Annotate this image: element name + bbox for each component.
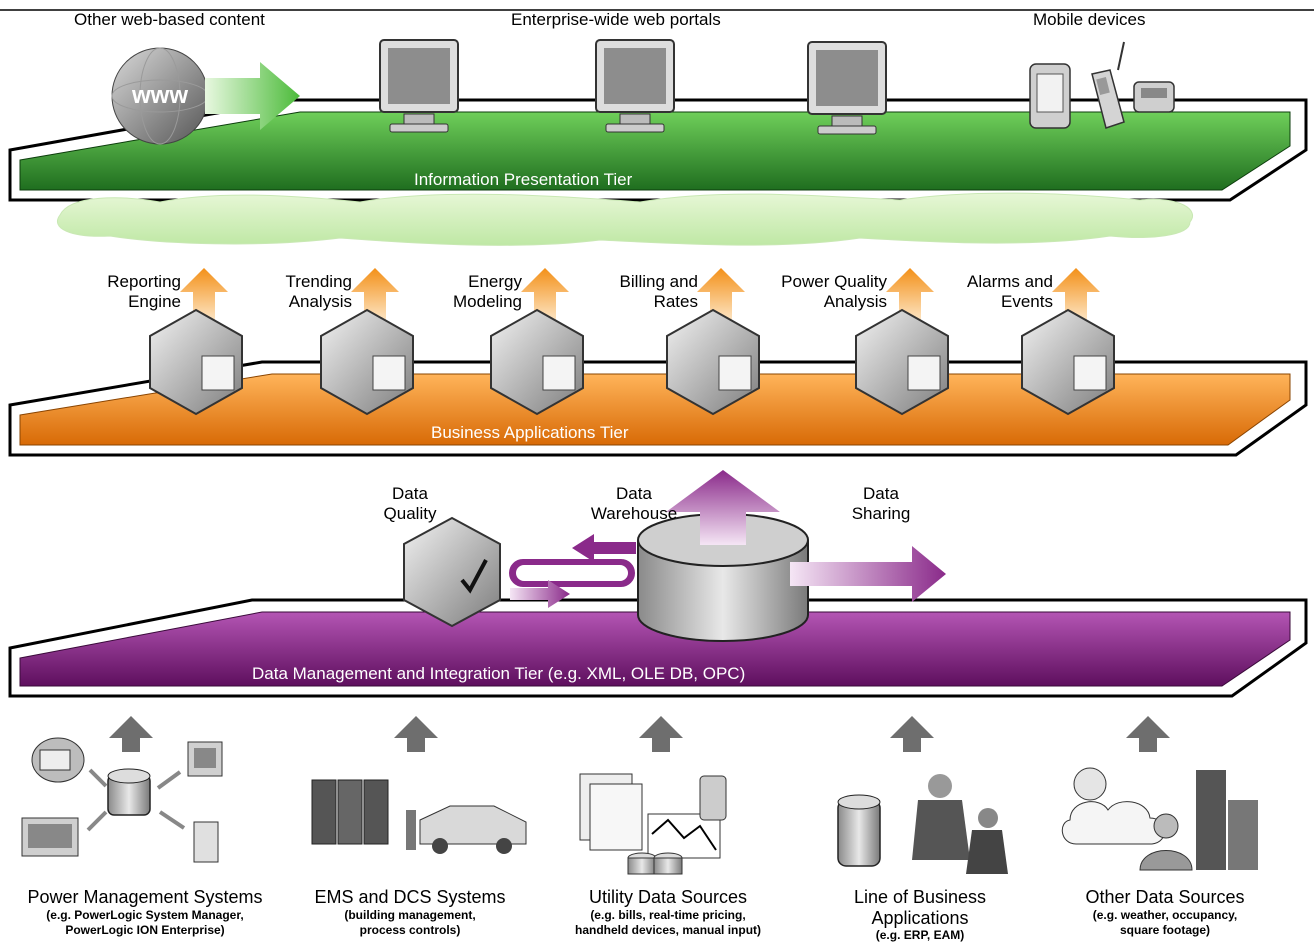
purple-right-arrow-icon (790, 546, 946, 602)
data-quality-label-line2: Quality (383, 504, 437, 524)
source-subtitle-2: square footage) (1119, 922, 1210, 937)
other-data-sources-icon (1061, 767, 1258, 871)
application-glyph-icon (201, 355, 235, 391)
source-ems-dcs: EMS and DCS Systems (building management… (290, 887, 530, 938)
source-line-of-business: Line of Business Applications (e.g. ERP,… (820, 887, 1020, 943)
mobile-devices-label: Mobile devices (1033, 10, 1146, 29)
app-label-line2: Engine (128, 292, 181, 312)
data-tier-label: Data Management and Integration Tier (e.… (252, 664, 746, 683)
app-label-line1: Reporting (107, 272, 181, 291)
source-title-line2: Applications (871, 907, 969, 928)
source-subtitle-1: (e.g. PowerLogic System Manager, (46, 907, 244, 922)
data-sharing-label: Data Sharing (836, 484, 926, 525)
gray-up-arrow-icon (394, 716, 438, 752)
cell-phone-icon (1091, 41, 1125, 129)
data-warehouse-label: Data Warehouse (584, 484, 684, 525)
app-label-line2: Rates (653, 292, 698, 312)
orange-up-arrow-icon (886, 268, 934, 320)
source-title: Power Management Systems (27, 887, 263, 907)
app-label-line2: Modeling (453, 292, 522, 312)
data-sharing-label-line1: Data (863, 484, 899, 503)
data-quality-label: Data Quality (370, 484, 450, 525)
application-glyph-icon (1073, 355, 1107, 391)
monitor-icon (807, 41, 887, 135)
source-title: EMS and DCS Systems (314, 887, 506, 907)
ems-dcs-systems-icon (311, 779, 527, 854)
monitor-icon (595, 39, 675, 133)
gray-up-arrow-icon (109, 716, 153, 752)
app-label-line1: Billing and (619, 272, 698, 291)
business-tier-label: Business Applications Tier (431, 423, 629, 442)
source-subtitle-1: (e.g. bills, real-time pricing, (590, 907, 746, 922)
data-quality-cube-icon (403, 516, 501, 628)
data-warehouse-label-line2: Warehouse (590, 504, 678, 524)
data-quality-label-line1: Data (392, 484, 428, 503)
pda-icon (1029, 63, 1071, 129)
source-title: Utility Data Sources (588, 887, 748, 907)
app-label-line1: Power Quality (781, 272, 887, 291)
orange-up-arrow-icon (180, 268, 228, 320)
orange-up-arrow-icon (521, 268, 569, 320)
utility-data-sources-icon (579, 773, 727, 875)
application-glyph-icon (718, 355, 752, 391)
source-subtitle-2: PowerLogic ION Enterprise) (65, 922, 225, 937)
application-glyph-icon (907, 355, 941, 391)
application-glyph-icon (372, 355, 406, 391)
orange-up-arrow-icon (351, 268, 399, 320)
presentation-tier-label: Information Presentation Tier (414, 170, 633, 189)
gray-up-arrow-icon (1126, 716, 1170, 752)
www-label: www (131, 82, 188, 109)
source-subtitle-2: process controls) (359, 922, 461, 937)
exchange-arrows-icon (507, 534, 637, 608)
web-portals-label: Enterprise-wide web portals (511, 10, 721, 29)
source-title: Line of Business (853, 887, 987, 907)
app-label-line2: Events (1001, 292, 1053, 312)
source-subtitle-2: handheld devices, manual input) (574, 922, 762, 937)
other-web-content-label: Other web-based content (74, 10, 265, 29)
application-glyph-icon (542, 355, 576, 391)
line-of-business-icon (837, 774, 1008, 874)
app-label-line2: Analysis (288, 292, 352, 312)
data-tier-plate (8, 598, 1308, 698)
app-label-line1: Energy (468, 272, 522, 291)
data-warehouse-label-line1: Data (616, 484, 652, 503)
orange-up-arrow-icon (1052, 268, 1100, 320)
green-arrow-icon (205, 62, 300, 130)
source-subtitle-1: (building management, (344, 907, 476, 922)
gray-up-arrow-icon (639, 716, 683, 752)
monitor-icon (379, 39, 459, 133)
source-title: Other Data Sources (1085, 887, 1245, 907)
gray-up-arrow-icon (890, 716, 934, 752)
app-label-line1: Trending (285, 272, 352, 291)
source-subtitle-1: (e.g. weather, occupancy, (1092, 907, 1238, 922)
source-other-data: Other Data Sources (e.g. weather, occupa… (1050, 887, 1280, 938)
pager-icon (1133, 81, 1175, 113)
power-management-systems-icon (21, 737, 223, 863)
purple-up-arrow-icon (666, 470, 780, 545)
orange-up-arrow-icon (697, 268, 745, 320)
app-label-line2: Analysis (823, 292, 887, 312)
data-sharing-label-line2: Sharing (851, 504, 911, 524)
presentation-tier-plate (8, 98, 1308, 202)
app-label-line1: Alarms and (967, 272, 1053, 291)
source-subtitle-1: (e.g. ERP, EAM) (875, 928, 965, 943)
cloud-band (57, 192, 1193, 246)
source-utility-data: Utility Data Sources (e.g. bills, real-t… (548, 887, 788, 938)
source-power-management: Power Management Systems (e.g. PowerLogi… (0, 887, 290, 938)
